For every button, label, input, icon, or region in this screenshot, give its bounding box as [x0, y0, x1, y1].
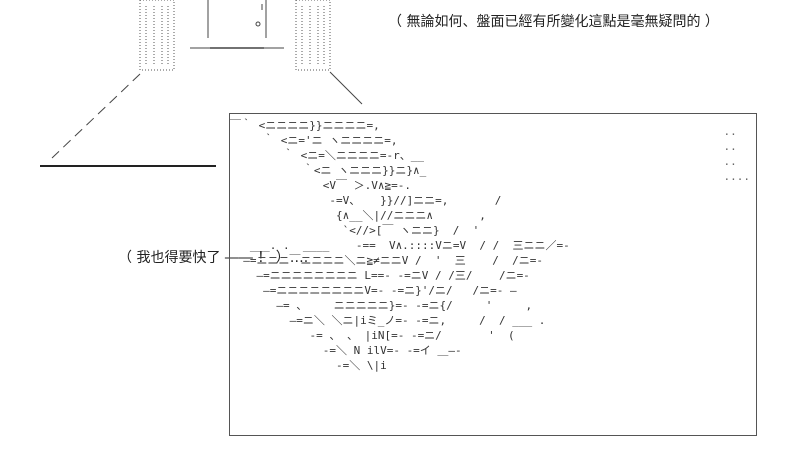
ascii-art-line: <V￣ ＞.V∧≧=-.	[230, 179, 411, 192]
ascii-art-line: ―= 、 ニニニニニ}=- -=ニ{/ ' ,	[230, 299, 533, 312]
ascii-art-line: {∧__＼|//ニニニ∧ ,	[230, 209, 486, 222]
ascii-art-line: ―=ニニニニニニニニV=- -=ニ}'/ニ/ /ニ=- ―	[230, 284, 517, 297]
thought-caption: （ 我也得要快了 ―― ！ ）….	[118, 250, 309, 266]
ascii-art-line: ｀ <ニ=＼ニニニニ=-r、__	[230, 149, 424, 162]
ascii-art-line: ―=ニニニ￣ニニニニ＼ニ≧≠ニニV / ' 三 / /ニ=-	[230, 254, 543, 267]
ascii-art-line: `<//>[￣ ヽニニ} / '	[230, 224, 480, 237]
narration-caption: （ 無論如何、盤面已經有所變化這點是毫無疑問的 ）	[388, 14, 719, 30]
ascii-art-line: ___. . ____ -== V∧.::::Vニ=V / / 三ニニ／=-	[230, 239, 570, 252]
ascii-art-line: ｀<ニ ヽニニニ}}ニ}∧_	[230, 164, 427, 177]
ascii-art-line: ｀ <ニ='ニ ヽニニニニ=,	[230, 134, 398, 147]
ascii-art-line: -=＼ \|i	[230, 359, 387, 372]
ascii-art-line: ￣｀ <ニニニニ}}ニニニニ=,	[230, 119, 380, 132]
ascii-art-line: ―=ニニニニニニニニ L==- -=ニV / /三/ /ニ=-	[230, 269, 530, 282]
illustration-panel: ￣｀ <ニニニニ}}ニニニニ=, ｀ <ニ='ニ ヽニニニニ=, ｀ <ニ=＼ニ…	[229, 113, 757, 436]
ascii-art-line: -= 、 、 |iN[=- -=ニ/ ' (	[230, 329, 515, 342]
panel-dot-decoration: .. .. .. ....	[723, 125, 751, 183]
ascii-art-figure: ￣｀ <ニニニニ}}ニニニニ=, ｀ <ニ='ニ ヽニニニニ=, ｀ <ニ=＼ニ…	[230, 118, 570, 373]
ascii-art-line: -=＼ N ilV=- -=イ ＿―-	[230, 344, 462, 357]
ascii-art-line: -=V、 }}//]ニニ=, /	[230, 194, 502, 207]
ascii-art-line: ―=ニ＼ ＼ニ|iミ_ノ=- -=ニ, / / ___ .	[230, 314, 546, 327]
